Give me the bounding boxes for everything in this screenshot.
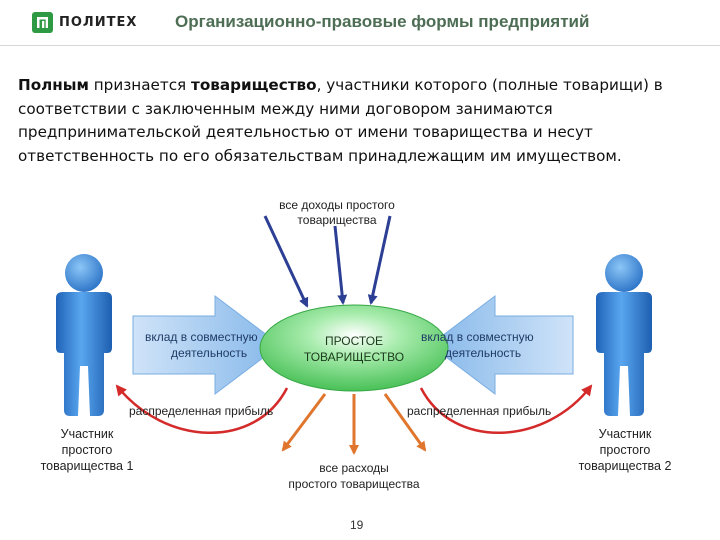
logo: ПОЛИТЕХ <box>32 11 137 33</box>
participant1-line3: товарищества 1 <box>41 459 134 473</box>
page-number: 19 <box>350 518 364 532</box>
profit-label-right: распределенная прибыль <box>407 404 551 418</box>
logo-text: ПОЛИТЕХ <box>59 14 138 30</box>
profit-arrow-left <box>115 384 289 434</box>
intro-text-2: , участники которого (полные товарищи) в… <box>18 76 663 165</box>
income-arrow-middle <box>333 225 348 305</box>
contribution-right-line1: вклад в совместную <box>421 330 534 344</box>
intro-term-bold: товарищество <box>191 76 317 94</box>
diagram-svg: все доходы простого товарищества ПРОСТОЕ… <box>41 198 672 491</box>
person-icon-2 <box>596 254 652 416</box>
expense-arrow-right <box>383 393 427 452</box>
income-label-line2: товарищества <box>297 213 376 227</box>
income-arrow-right <box>367 215 392 305</box>
intro-lead-bold: Полным <box>18 76 89 94</box>
partnership-diagram: все доходы простого товарищества ПРОСТОЕ… <box>25 188 687 510</box>
profit-arrow-right <box>419 384 593 434</box>
center-label-line2: ТОВАРИЩЕСТВО <box>304 350 404 364</box>
contribution-arrow-right <box>429 294 574 396</box>
expense-label-line2: простого товарищества <box>288 477 419 491</box>
person-icon-1 <box>56 254 112 416</box>
participant1-line1: Участник <box>61 427 114 441</box>
header: ПОЛИТЕХ Организационно-правовые формы пр… <box>0 0 720 46</box>
center-label-line1: ПРОСТОЕ <box>325 334 383 348</box>
intro-text-1: признается <box>88 76 192 94</box>
contribution-arrow-left <box>132 294 281 396</box>
contribution-left-line2: деятельность <box>171 346 247 360</box>
partnership-ellipse <box>259 304 449 392</box>
expense-label-line1: все расходы <box>319 461 389 475</box>
income-arrow-left <box>263 215 309 308</box>
participant1-line2: простого <box>62 443 113 457</box>
intro-paragraph: Полным признается товарищество, участник… <box>18 74 708 168</box>
header-divider <box>0 45 720 46</box>
participant2-line2: простого <box>600 443 651 457</box>
contribution-right-line2: деятельность <box>445 346 521 360</box>
expense-arrow-left <box>281 393 327 452</box>
contribution-left-line1: вклад в совместную <box>145 330 258 344</box>
page-title: Организационно-правовые формы предприяти… <box>175 12 590 31</box>
participant2-line3: товарищества 2 <box>579 459 672 473</box>
profit-label-left: распределенная прибыль <box>129 404 273 418</box>
income-label-line1: все доходы простого <box>279 198 395 212</box>
logo-mark-icon <box>32 11 53 33</box>
participant2-line1: Участник <box>599 427 652 441</box>
